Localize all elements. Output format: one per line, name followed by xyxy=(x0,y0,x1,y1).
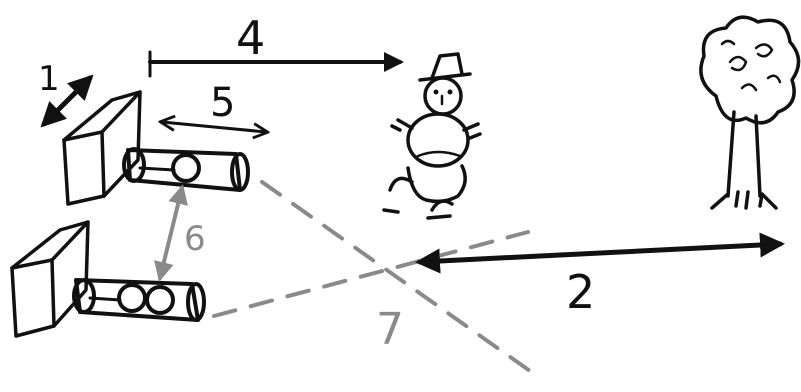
snowman-figure-icon xyxy=(382,52,482,220)
camera-icon xyxy=(10,220,206,338)
dimension-arrow-4 xyxy=(148,50,404,78)
tree-icon xyxy=(699,15,801,210)
label-4: 4 xyxy=(236,11,265,65)
label-2: 2 xyxy=(566,265,595,319)
dimension-arrow-2 xyxy=(415,232,785,274)
label-7: 7 xyxy=(376,304,404,355)
dimension-arrow-5 xyxy=(162,122,266,132)
camera-icon xyxy=(62,90,250,206)
dimension-arrow-6 xyxy=(154,184,188,282)
label-6: 6 xyxy=(184,219,206,259)
label-5: 5 xyxy=(210,80,235,126)
label-1: 1 xyxy=(38,59,60,99)
dimension-arrow-1 xyxy=(40,74,94,128)
